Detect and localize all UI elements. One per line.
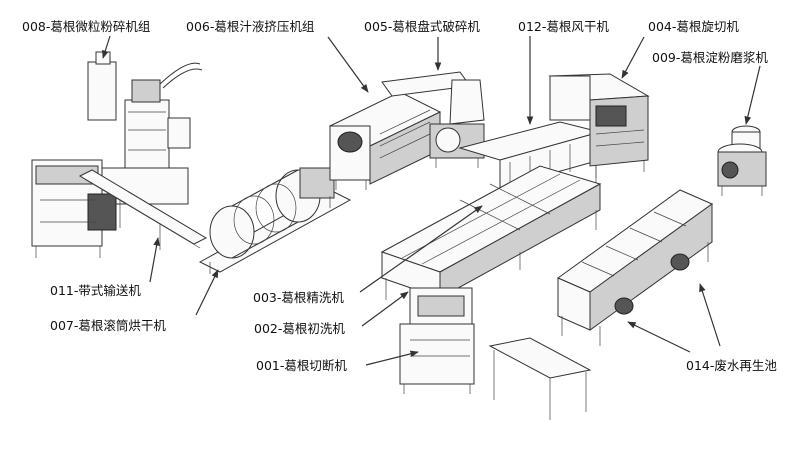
machine-004-rotary-cutter	[548, 73, 650, 178]
label-006-juice-press: 006-葛根汁液挤压机组	[186, 19, 314, 34]
label-007-drum-dryer: 007-葛根滚筒烘干机	[50, 318, 166, 333]
leader-007	[195, 269, 219, 316]
leader-009	[744, 65, 761, 125]
machine-009-starch-grinder	[717, 125, 767, 196]
leader-004	[621, 36, 645, 79]
label-003-fine-washer: 003-葛根精洗机	[253, 290, 344, 305]
label-008-micro-grinder: 008-葛根微粒粉碎机组	[22, 19, 150, 34]
leader-002	[361, 291, 409, 327]
machine-007-drum-dryer	[198, 167, 352, 274]
leader-003	[359, 205, 483, 293]
machine-001-root-cutter	[399, 287, 475, 394]
label-005-disc-crusher: 005-葛根盘式破碎机	[364, 19, 480, 34]
leader-014a	[627, 321, 691, 353]
leader-001	[365, 350, 419, 366]
leader-008	[102, 35, 111, 59]
leader-006	[327, 36, 369, 93]
label-001-root-cutter: 001-葛根切断机	[256, 358, 347, 373]
label-009-starch-grinder: 009-葛根淀粉磨浆机	[652, 50, 768, 65]
leader-011	[149, 237, 160, 283]
leader-014b	[699, 283, 721, 347]
label-004-rotary-cutter: 004-葛根旋切机	[648, 19, 739, 34]
machine-006-juice-press-set	[328, 91, 442, 190]
label-002-initial-washer: 002-葛根初洗机	[254, 321, 345, 336]
machine-discharge-table	[488, 337, 592, 420]
machine-005-disc-crusher	[381, 71, 485, 168]
label-011-belt-conveyor: 011-带式输送机	[50, 283, 141, 298]
label-014-wastewater-pool: 014-废水再生池	[686, 358, 777, 373]
machine-011-belt-conveyor	[78, 169, 208, 250]
label-012-air-dryer: 012-葛根风干机	[518, 19, 609, 34]
machine-014-wastewater-tanks	[556, 189, 714, 346]
